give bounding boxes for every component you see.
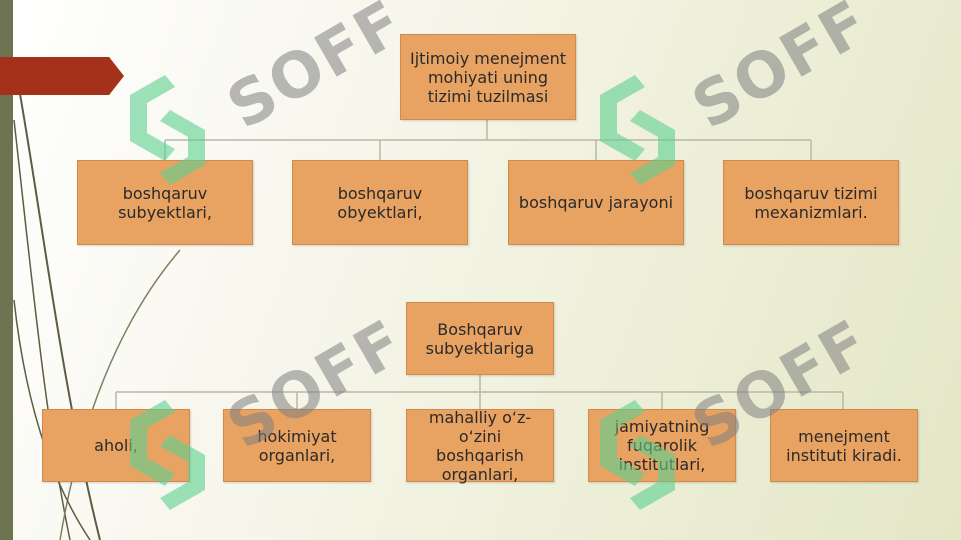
middle-node-label: Boshqaruv subyektlariga <box>425 319 535 358</box>
level1-node-objects: boshqaruv obyektlari, <box>292 160 468 245</box>
middle-node: Boshqaruv subyektlariga <box>406 302 554 375</box>
level2-node-label: aholi, <box>94 436 138 455</box>
level1-node-label: boshqaruv subyektlari, <box>118 183 212 222</box>
top-node: Ijtimoiy menejment mohiyati uning tizimi… <box>400 34 576 120</box>
level2-node-label: menejment instituti kiradi. <box>786 426 902 465</box>
level1-node-label: boshqaruv jarayoni <box>518 193 674 212</box>
level1-node-mechanisms: boshqaruv tizimi mexanizmlari. <box>723 160 899 245</box>
level2-node-management-institute: menejment instituti kiradi. <box>770 409 918 482</box>
level1-node-label: boshqaruv tizimi mexanizmlari. <box>744 183 878 222</box>
left-accent-bar <box>0 0 13 540</box>
level2-node-label: mahalliy o‘z-o‘zini boshqarish organlari… <box>428 407 532 484</box>
level2-node-self-government: mahalliy o‘z-o‘zini boshqarish organlari… <box>406 407 554 484</box>
level2-node-authorities: hokimiyat organlari, <box>223 409 371 482</box>
level2-node-label: hokimiyat organlari, <box>257 426 337 465</box>
red-arrow-accent <box>0 57 124 95</box>
level1-node-label: boshqaruv obyektlari, <box>337 183 423 222</box>
top-node-label: Ijtimoiy menejment mohiyati uning tizimi… <box>410 48 566 106</box>
level1-node-process: boshqaruv jarayoni <box>508 160 684 245</box>
